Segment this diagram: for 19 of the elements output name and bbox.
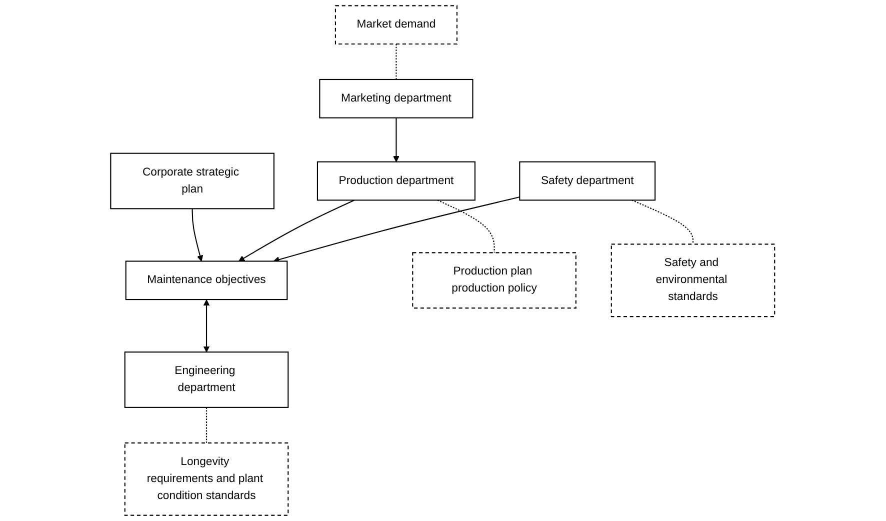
- connector: [206, 407, 208, 443]
- arrow: [204, 300, 210, 352]
- node-box: Marketing department: [319, 78, 474, 118]
- node-box: Market demand: [335, 5, 458, 45]
- node-box: Longevity requirements and plant condition standards: [124, 442, 289, 516]
- arrow: [192, 208, 204, 262]
- node-box: Engineering department: [124, 352, 289, 408]
- connector: [632, 200, 694, 244]
- arrow: [393, 118, 400, 162]
- node-box: Safety department: [519, 161, 656, 201]
- node-box: Production department: [317, 161, 476, 201]
- node-box: Corporate strategic plan: [110, 152, 275, 210]
- connector: [438, 200, 496, 253]
- arrow: [274, 196, 520, 263]
- node-box: Safety and environmental standards: [611, 244, 776, 318]
- connector: [396, 44, 398, 80]
- arrow: [238, 200, 356, 262]
- node-box: Production plan production policy: [412, 252, 577, 309]
- node-box: Maintenance objectives: [126, 260, 288, 300]
